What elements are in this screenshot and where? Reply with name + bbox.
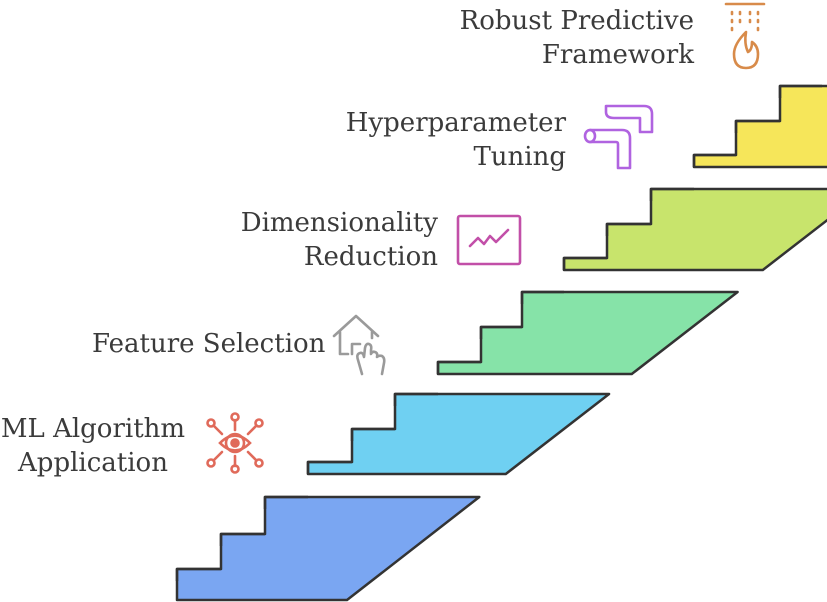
stair-step-6: [393, 392, 438, 406]
chart-window-icon: [456, 214, 522, 266]
stair-step-9: [520, 290, 564, 304]
stair-band-1: [175, 495, 481, 602]
stair-step-13: [692, 153, 736, 167]
stair-step-5: [350, 427, 395, 441]
stair-step-8: [479, 325, 522, 339]
stair-step-3: [263, 495, 308, 509]
stair-step-2: [219, 532, 265, 546]
stair-band-3: [436, 290, 739, 376]
stair-step-12: [649, 187, 694, 201]
stair-step-15: [778, 84, 822, 98]
step-label-feature-selection: Feature Selection: [92, 329, 326, 359]
stair-step-4: [306, 460, 352, 474]
stair-step-7: [436, 360, 481, 374]
fire-sprinkler-icon: [724, 2, 766, 70]
step-label-dimensionality: Dimensionality Reduction: [240, 208, 438, 272]
stair-step-10: [562, 256, 607, 270]
stair-step-1: [175, 567, 221, 581]
step-label-ml-algorithm: ML Algorithm Application: [0, 414, 186, 478]
house-hand-icon: [332, 314, 386, 376]
stair-step-14: [734, 119, 780, 133]
pipe-flow-icon: [583, 104, 654, 170]
step-label-robust-framework: Robust Predictive Framework: [459, 6, 694, 70]
stair-step-11: [605, 222, 651, 236]
neural-eye-icon: [206, 412, 264, 474]
step-label-hyperparameter: Hyperparameter Tuning: [345, 108, 566, 172]
